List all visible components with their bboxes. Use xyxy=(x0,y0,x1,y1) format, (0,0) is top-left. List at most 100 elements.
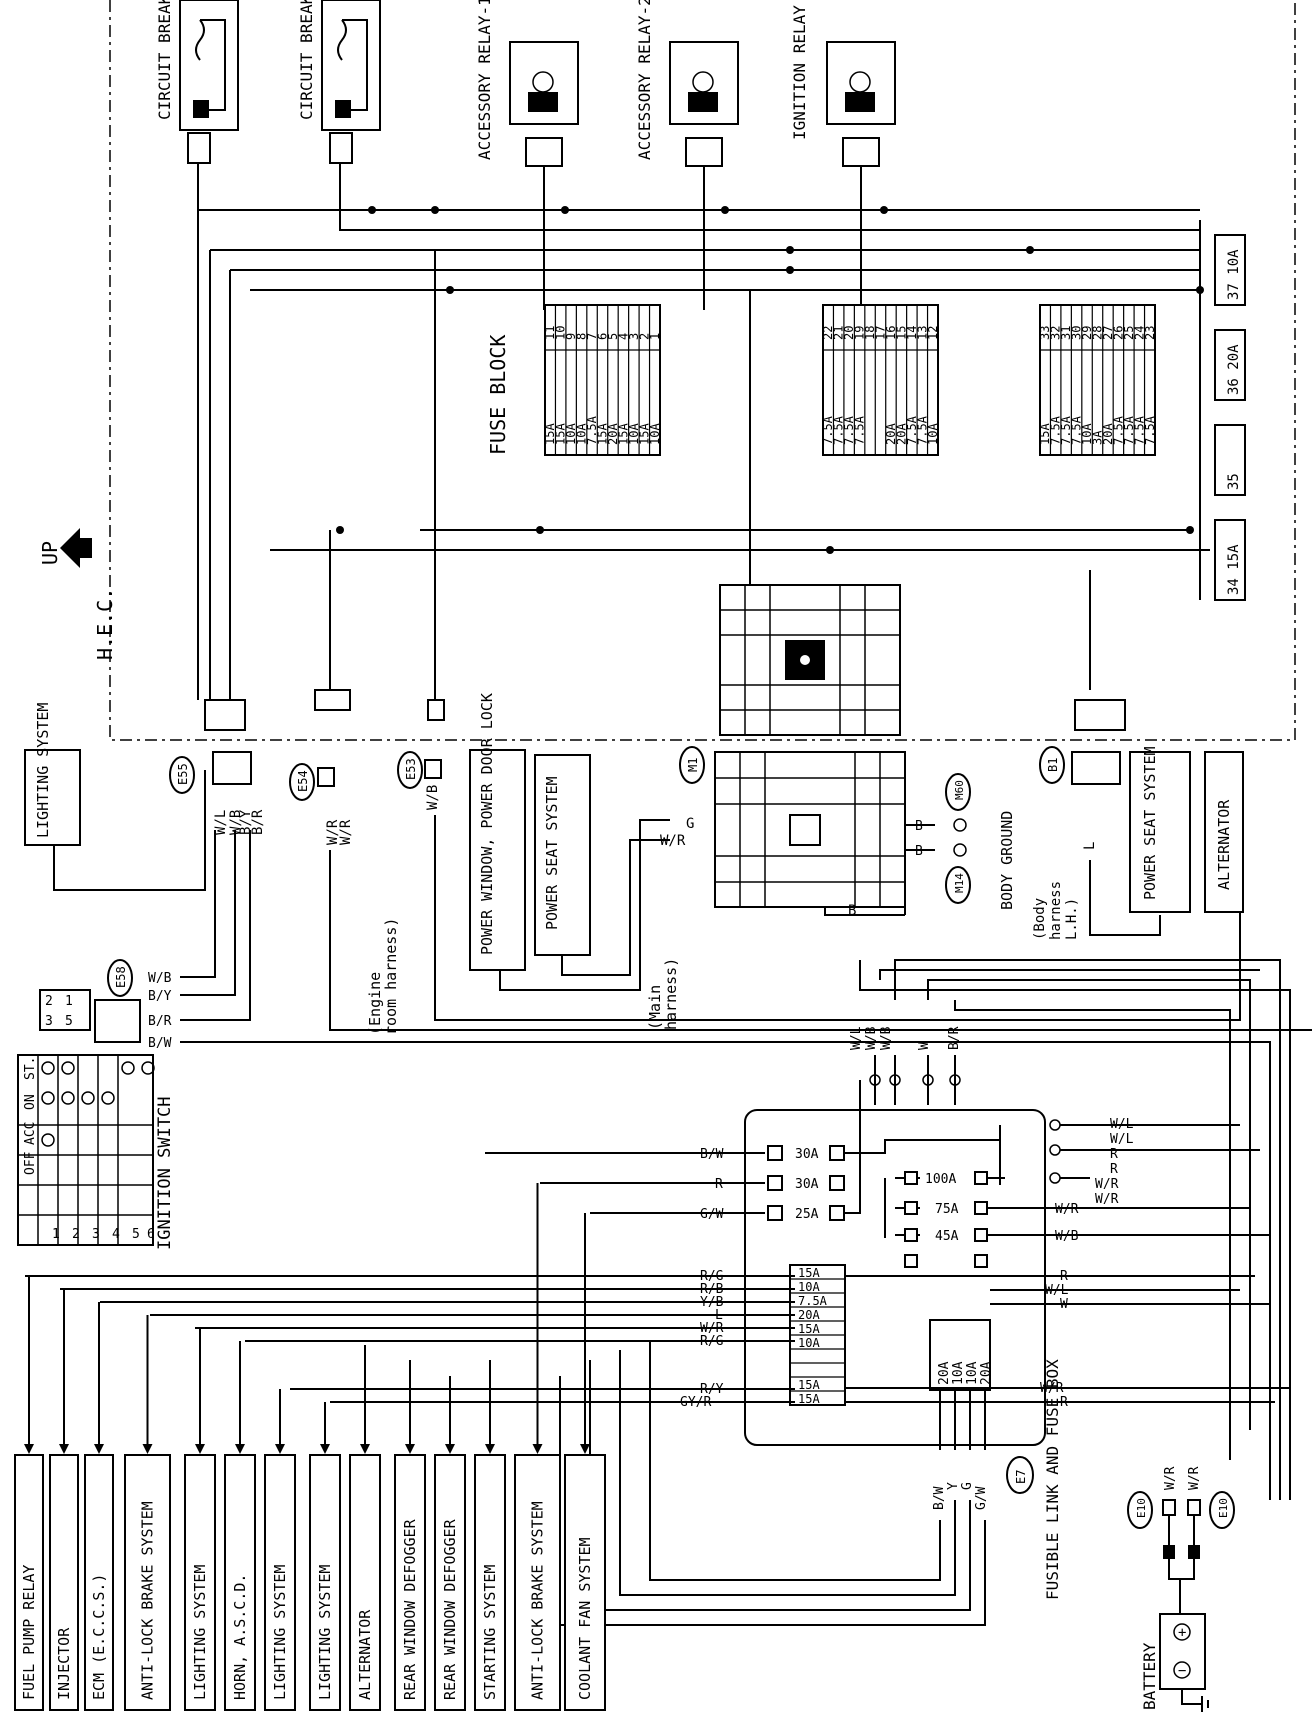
fl-right-mid-wires: R W/L W W/R R xyxy=(845,1269,1290,1410)
fuse-rating: 7.5A xyxy=(585,415,599,445)
system-box-label: LIGHTING SYSTEM xyxy=(316,1565,334,1700)
arrow-down-icon xyxy=(24,1444,34,1454)
fl-big-fuse-3: 25A xyxy=(795,1207,819,1222)
system-box xyxy=(49,1454,79,1711)
fl-left-wire-3: G/W xyxy=(700,1207,724,1222)
battery-minus: − xyxy=(1178,1663,1186,1679)
main-harness-1: (Main xyxy=(646,985,664,1030)
fuse-rating: 10A xyxy=(627,423,641,445)
ign-row-4: 4 xyxy=(112,1227,120,1242)
ign-row-6: 6 xyxy=(147,1227,155,1242)
fl-right-top-wires: W/L W/L R R W/R W/R xyxy=(999,1117,1260,1207)
ign-row-3: 3 xyxy=(92,1227,100,1242)
fl-big-fuse-1: 30A xyxy=(795,1147,819,1162)
arrow-down-icon xyxy=(532,1444,543,1454)
fuse-rating: 7.5A xyxy=(1049,415,1063,445)
ign-hdr-on: ON xyxy=(23,1094,38,1110)
system-box-label: REAR WINDOW DEFOGGER xyxy=(401,1518,419,1700)
ground-wire-m1: B xyxy=(848,903,856,919)
b1-wire: L xyxy=(1082,842,1098,850)
ign-row-1: 1 xyxy=(52,1227,60,1242)
fuse-group-2-rows: 227.5A217.5A207.5A197.5A18171620A1520A14… xyxy=(821,305,940,455)
fl-mid-fuse-3: 45A xyxy=(935,1229,959,1244)
ign-switch-label: IGNITION SWITCH xyxy=(155,1096,175,1250)
e58-label: E58 xyxy=(114,966,128,988)
system-box xyxy=(224,1454,256,1711)
e58-legend-2: 1 xyxy=(65,994,73,1009)
fl-small-fuse-rating: 10A xyxy=(798,1280,820,1294)
fuse-number: 24 xyxy=(1132,326,1146,340)
fuse-number: 19 xyxy=(853,326,867,340)
system-box-label: ECM (E.C.C.S.) xyxy=(90,1574,108,1700)
power-seat-box-1: POWER SEAT SYSTEM xyxy=(534,754,670,976)
system-box xyxy=(564,1454,606,1711)
system-box xyxy=(84,1454,114,1711)
battery-connections: W/R W/R E10 E10 xyxy=(1127,1466,1235,1614)
system-box-label: LIGHTING SYSTEM xyxy=(191,1565,209,1700)
fusible-link-label: FUSIBLE LINK AND FUSE BOX xyxy=(1043,1359,1062,1600)
arrow-down-icon xyxy=(360,1444,370,1454)
circuit-breaker-1 xyxy=(179,0,239,164)
fuse-number: 29 xyxy=(1080,326,1094,340)
fuse-rating: 7.5A xyxy=(821,415,835,445)
system-box xyxy=(184,1454,216,1711)
e55-wire-3: B/Y xyxy=(238,809,254,835)
battery: + − BATTERY xyxy=(1140,1613,1209,1712)
system-box xyxy=(14,1454,44,1711)
hec-frame xyxy=(109,0,1296,741)
fuse-number: 5 xyxy=(606,333,620,340)
system-box xyxy=(434,1454,466,1711)
side-fuse-34: 34 15A xyxy=(1226,544,1242,595)
engine-harness-1: (Engine xyxy=(366,972,384,1035)
e7-label: E7 xyxy=(1014,1470,1028,1484)
fl-top-wire-5: B/R xyxy=(947,1026,962,1050)
fuse-rating: 7.5A xyxy=(1132,415,1146,445)
fuse-rating: 7.5A xyxy=(1143,415,1157,445)
e58-wire-4: B/W xyxy=(148,1036,172,1051)
e58-legend-4: 5 xyxy=(65,1014,73,1029)
e58-wire-3: B/R xyxy=(148,1014,172,1029)
fuse-number: 32 xyxy=(1049,326,1063,340)
fl-mid-fuse-1: 100A xyxy=(925,1172,956,1187)
power-window-box: POWER WINDOW, POWER DOOR LOCK xyxy=(469,693,670,991)
e54-wire-2: W/R xyxy=(338,819,354,845)
fl-small-fuse-rating: 15A xyxy=(798,1392,820,1406)
fl-small-fuse-rating: 7.5A xyxy=(798,1294,828,1308)
e54-label: E54 xyxy=(296,770,310,792)
fl-vw-4: G/W xyxy=(974,1486,989,1510)
up-label: UP xyxy=(38,541,62,565)
e10-label-2: E10 xyxy=(1217,1498,1230,1518)
fuse-rating: 20A xyxy=(606,423,620,445)
lighting-top-label: LIGHTING SYSTEM xyxy=(34,703,52,838)
fuse-rating: 10A xyxy=(575,423,589,445)
arrow-down-icon xyxy=(195,1444,205,1454)
fl-left-wire-1: B/W xyxy=(700,1147,724,1162)
battery-wire-2: W/R xyxy=(1187,1466,1202,1490)
fl-small-fuse-rating: 15A xyxy=(798,1266,820,1280)
e10-label-1: E10 xyxy=(1135,1498,1148,1518)
fuse-number: 6 xyxy=(596,333,610,340)
fl-big-fuse-2: 30A xyxy=(795,1177,819,1192)
fl-top-wires: W/L W/B W/B W B/R xyxy=(849,959,1291,1500)
connector-b1: B1 L xyxy=(1039,746,1161,936)
fuse-group-3 xyxy=(1039,304,1156,456)
fuse-rating: 20A xyxy=(894,423,908,445)
ign-hdr-acc: ACC xyxy=(23,1122,38,1145)
fuse-rating: 7.5A xyxy=(1111,415,1125,445)
fuse-rating: 7.5A xyxy=(905,415,919,445)
fl-small-fuse-rating: 15A xyxy=(798,1378,820,1392)
system-box-label: FUEL PUMP RELAY xyxy=(20,1565,38,1700)
fuse-number: 10 xyxy=(554,326,568,340)
body-harness-2: harness xyxy=(1048,881,1064,940)
fuse-number: 4 xyxy=(616,333,630,340)
e55-wire-2: W/B xyxy=(228,810,244,835)
relay-acc1-label: ACCESSORY RELAY-1 xyxy=(475,0,494,160)
system-box xyxy=(394,1454,426,1711)
fl-vw-1: B/W xyxy=(932,1486,947,1510)
ign-row-2: 2 xyxy=(72,1227,80,1242)
fuse-number: 30 xyxy=(1070,326,1084,340)
connector-e55: E55 W/L W/B B/Y B/R xyxy=(169,751,266,835)
system-box-label: STARTING SYSTEM xyxy=(481,1565,499,1700)
fuse-rating: 7.5A xyxy=(832,415,846,445)
fl-small-fuse-rating: 15A xyxy=(798,1322,820,1336)
